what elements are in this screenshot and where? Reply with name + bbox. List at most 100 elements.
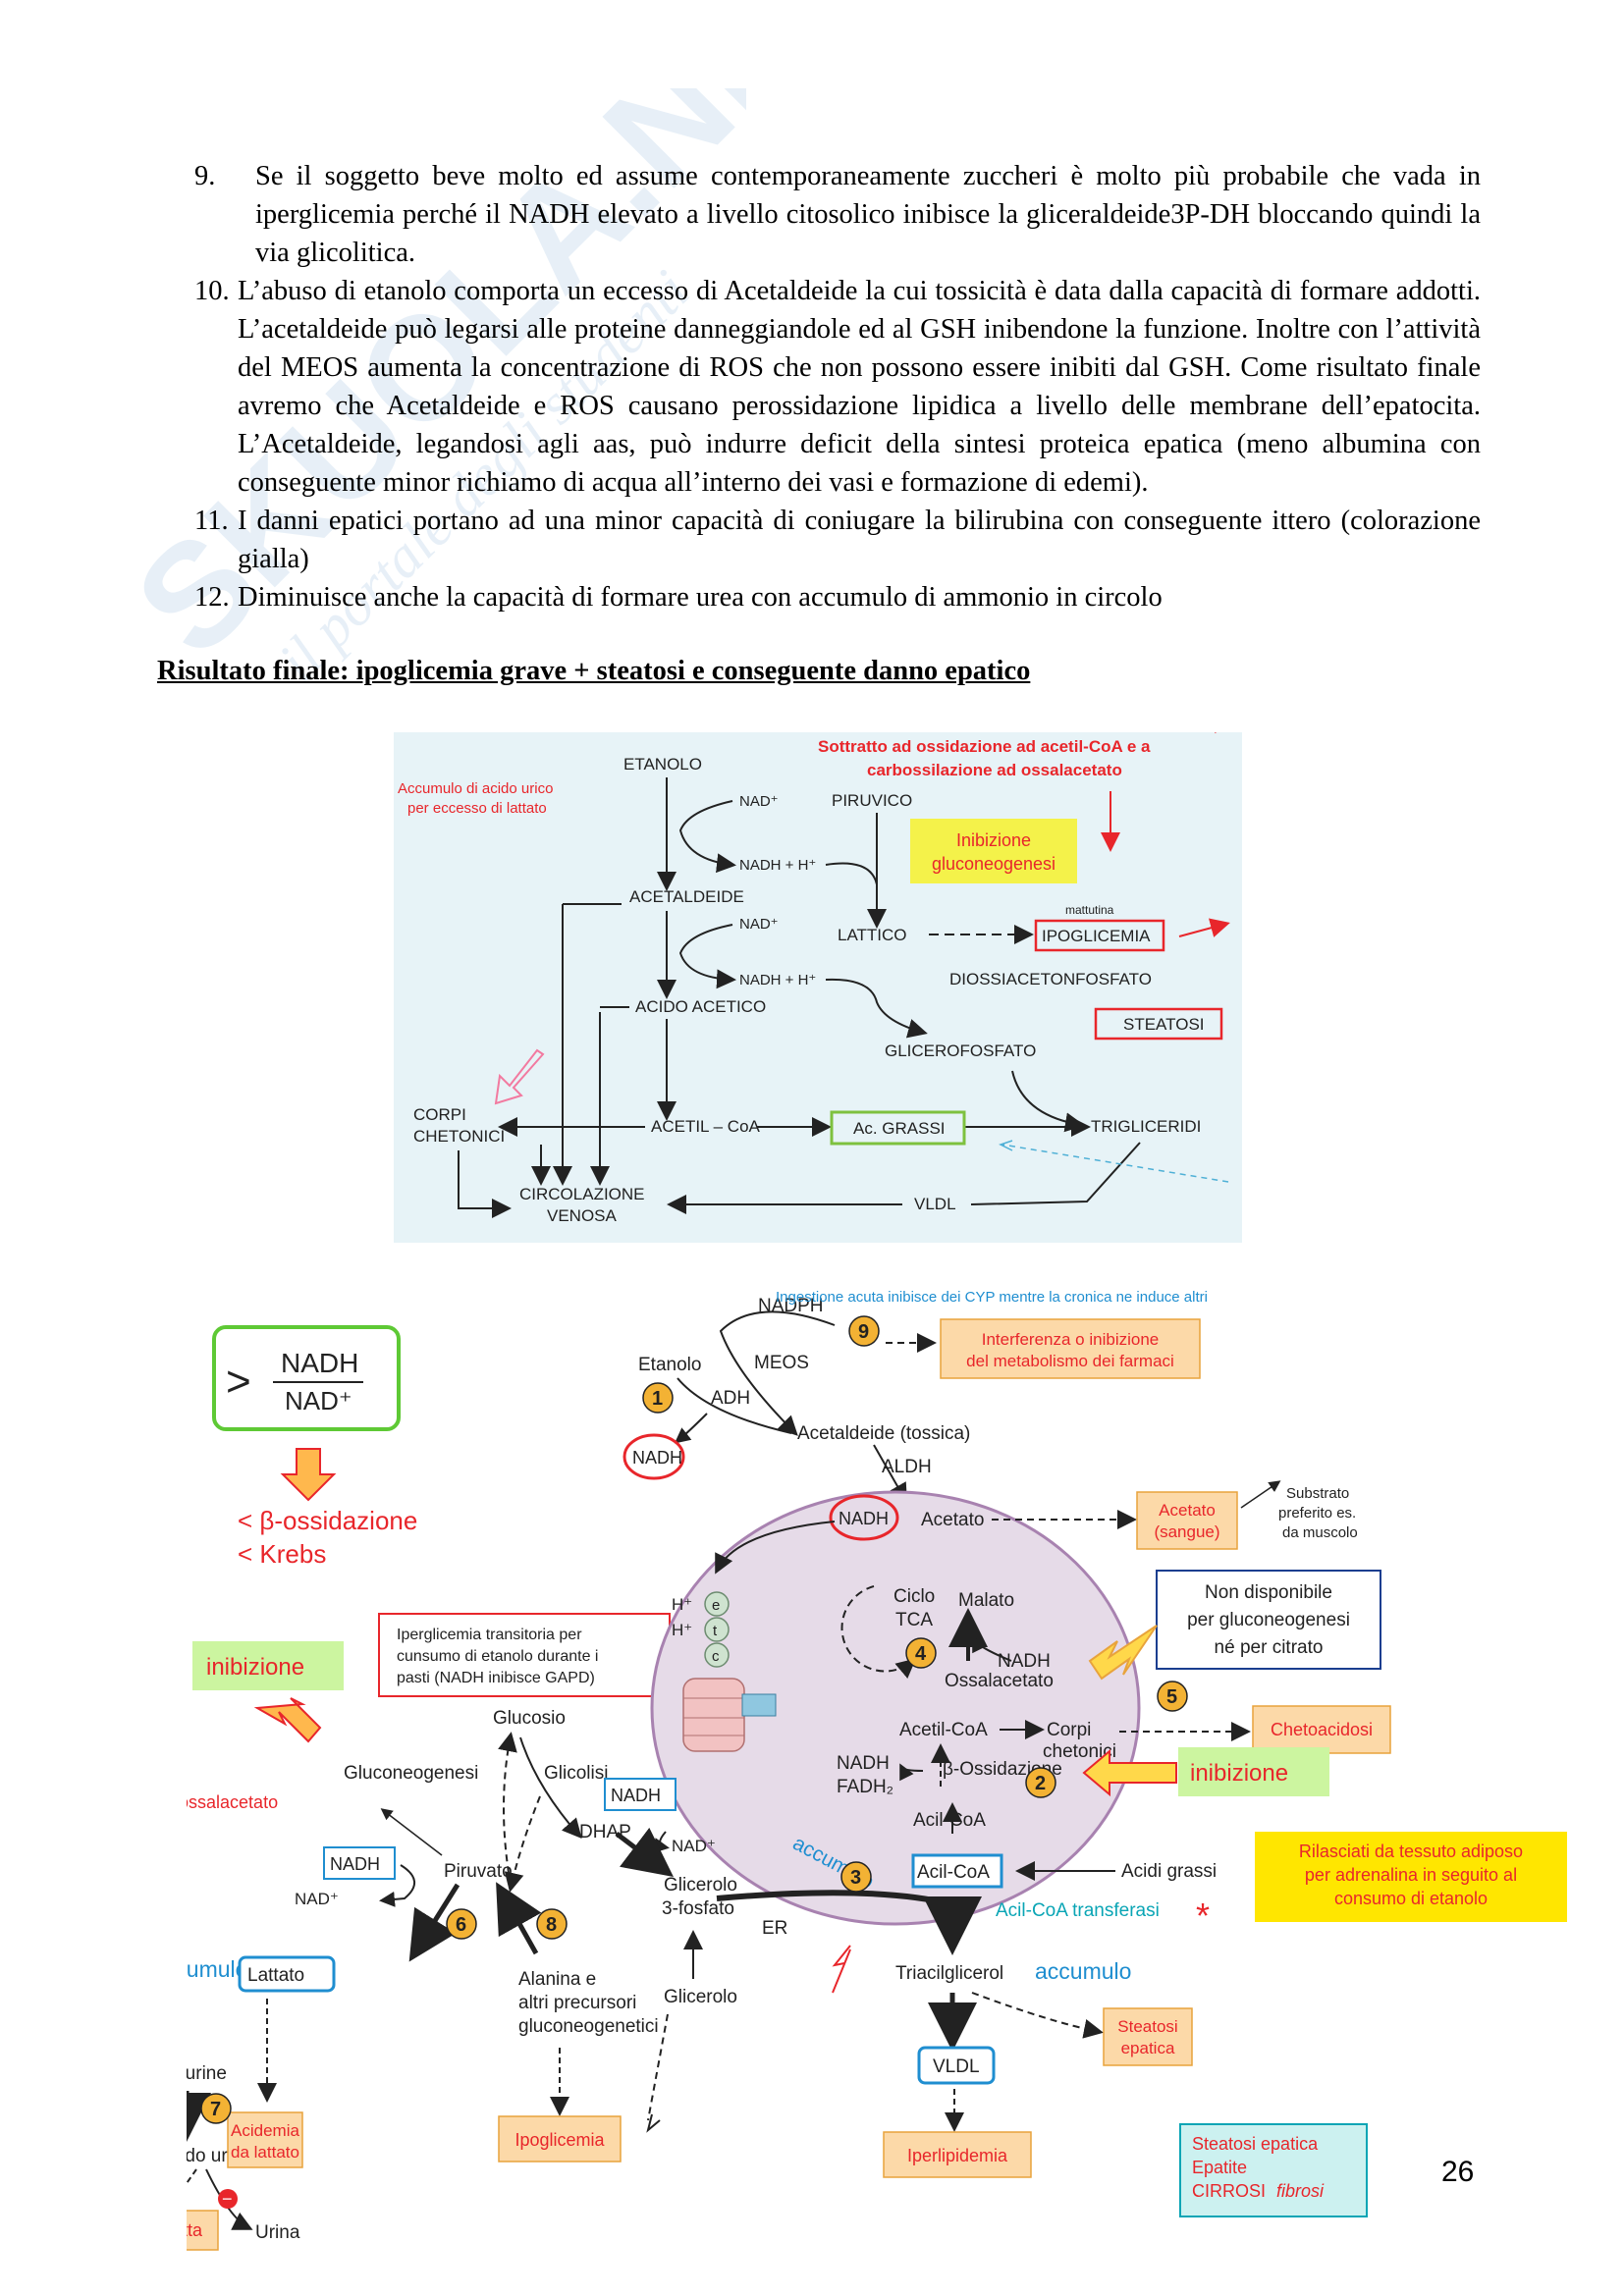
rilasciati-3: consumo di etanolo (1334, 1889, 1488, 1908)
accumulo-tag: accumulo (1035, 1958, 1131, 1984)
item-text: Diminuisce anche la capacità di formare … (238, 582, 1163, 613)
step-4: 4 (915, 1643, 927, 1665)
etc-e: e (712, 1597, 720, 1614)
purine: Purine (187, 2063, 227, 2084)
substrato-2: preferito es. (1278, 1505, 1356, 1522)
interferenza-2: del metabolismo dei farmaci (966, 1352, 1174, 1370)
ipoglicemia-2: Ipoglicemia (514, 2130, 605, 2150)
acil-coa-box-text: Acil-CoA (917, 1862, 990, 1883)
nad-e: NAD⁺ (672, 1837, 716, 1855)
steatosi-box (1103, 2007, 1193, 2066)
d1-ipoglicemia: IPOGLICEMIA (1042, 927, 1151, 945)
steatosi-1: Steatosi (1117, 2017, 1177, 2036)
arrow-to-beta-ox-icon (1082, 1748, 1177, 1797)
item-number: 9. (194, 161, 216, 191)
urina: Urina (255, 2222, 300, 2243)
step-7: 7 (210, 2099, 221, 2120)
gotta-box (187, 2210, 219, 2251)
nadh-a: NADH (632, 1448, 682, 1468)
d1-piruvico: PIRUVICO (832, 791, 912, 810)
item-number: 12. (194, 582, 230, 613)
vldl-2: VLDL (933, 2056, 980, 2077)
interferenza-1: Interferenza o inibizione (982, 1330, 1160, 1349)
d1-mattutina: mattutina (1065, 903, 1114, 917)
item-number: 11. (194, 506, 229, 536)
chetoacidosi: Chetoacidosi (1271, 1720, 1373, 1739)
iperglicemia-1: Iperglicemia transitoria per (397, 1627, 582, 1643)
minus-sign: − (222, 2189, 233, 2209)
acidemia-2: da lattato (231, 2143, 299, 2162)
result-heading: Risultato finale: ipoglicemia grave + st… (157, 656, 1031, 686)
d1-lattico: LATTICO (838, 926, 907, 944)
d1-trigliceridi: TRIGLICERIDI (1091, 1117, 1201, 1136)
diagonal-arrow-icon (253, 1697, 322, 1743)
numbered-list: 9. Se il soggetto beve molto ed assume c… (157, 157, 1481, 616)
inibizione-left-box (192, 1641, 344, 1690)
d1-corpi-1: CORPI (413, 1105, 466, 1124)
glucosio: Glucosio (493, 1708, 566, 1729)
glicerolo: Glicerolo (664, 1987, 737, 2007)
triacilglicerol: Triacilglicerol (895, 1963, 1003, 1984)
d1-vldl: VLDL (914, 1195, 956, 1213)
acil-transferasi: Acil-CoA transferasi (996, 1900, 1160, 1921)
d1-glicerofosfato: GLICEROFOSFATO (885, 1041, 1036, 1060)
accumulo-lattato: accumulo (187, 1956, 247, 1982)
vldl-box (917, 2046, 996, 2085)
d1-acetaldeide: ACETALDEIDE (629, 887, 744, 906)
acetato-box-2: (sangue) (1154, 1522, 1219, 1541)
ethanol-metabolism-diagram: ETANOLO NAD⁺ PIRUVICO NADH + H⁺ ACETALDE… (394, 732, 1242, 1243)
nadh-e-box (604, 1778, 677, 1811)
d1-nadh1: NADH + H⁺ (739, 857, 816, 874)
acil-coa-box (911, 1853, 1003, 1889)
fadh: FADH₂ (837, 1777, 893, 1797)
ciclo-1: Ciclo (893, 1586, 935, 1607)
meos: MEOS (754, 1353, 809, 1373)
substrato-1: Substrato (1286, 1485, 1349, 1502)
d1-ipoglicemia-box (1034, 919, 1165, 952)
iperlipidemia: Iperlipidemia (907, 2146, 1008, 2165)
list-item-9: 9. Se il soggetto beve molto ed assume c… (157, 157, 1481, 272)
item-number: 10. (194, 276, 230, 306)
alanina-3: gluconeogenetici (518, 2016, 659, 2037)
acidi-grassi: Acidi grassi (1121, 1861, 1217, 1882)
malato: Malato (958, 1590, 1014, 1611)
step-6: 6 (456, 1914, 466, 1936)
aldh: ALDH (882, 1457, 932, 1477)
nadh-b-circle (829, 1494, 899, 1541)
interferenza-box (940, 1318, 1201, 1379)
d1-steatosi-box (1094, 1007, 1223, 1041)
acetil-coa-2: Acetil-CoA (899, 1720, 988, 1740)
d1-inibizione-2: gluconeogenesi (932, 854, 1056, 874)
arrow-to-ossalacetato-icon (1088, 1625, 1158, 1681)
etc-c: c (712, 1648, 720, 1665)
asterisk: * (1196, 1896, 1210, 1936)
mitochondrion (650, 1490, 1141, 1926)
acil-coa-1: Acil-CoA (913, 1810, 986, 1831)
step-1: 1 (652, 1388, 663, 1410)
corpi-2-1: Corpi (1047, 1720, 1091, 1740)
nadh-f-box (323, 1846, 396, 1880)
lattato-box (238, 1955, 336, 1993)
substrato-3: da muscolo (1282, 1524, 1358, 1541)
ciclo-2: TCA (895, 1610, 933, 1630)
nadh-ratio-top: NADH (281, 1348, 358, 1378)
steatosi-final-2: Epatite (1192, 2158, 1247, 2177)
ipoglicemia-box (498, 2115, 622, 2163)
list-item-10: 10. L’abuso di etanolo comporta un ecces… (157, 272, 1481, 502)
no-ossalacetato: No ossalacetato (187, 1792, 278, 1812)
nadh-e: NADH (611, 1786, 661, 1805)
alanina-2: altri precursori (518, 1993, 636, 2013)
rilasciati-1: Rilasciati da tessuto adiposo (1299, 1842, 1523, 1861)
d1-acido-acetico: ACIDO ACETICO (635, 997, 766, 1016)
er: ER (762, 1918, 787, 1939)
steatosi-final-3: CIRROSI (1192, 2181, 1266, 2201)
atp-synthase-icon (682, 1678, 745, 1752)
alanina-1: Alanina e (518, 1969, 596, 1990)
piruvato: Piruvato (444, 1861, 513, 1882)
etc-t: t (713, 1623, 718, 1639)
adh: ADH (711, 1388, 750, 1409)
inibizione-right: inibizione (1190, 1760, 1288, 1787)
d1-circolazione-1: CIRCOLAZIONE (519, 1185, 645, 1203)
d1-sottratto-1: Sottratto ad ossidazione ad acetil-CoA e… (818, 737, 1151, 756)
rilasciati-2: per adrenalina in seguito al (1305, 1865, 1517, 1885)
